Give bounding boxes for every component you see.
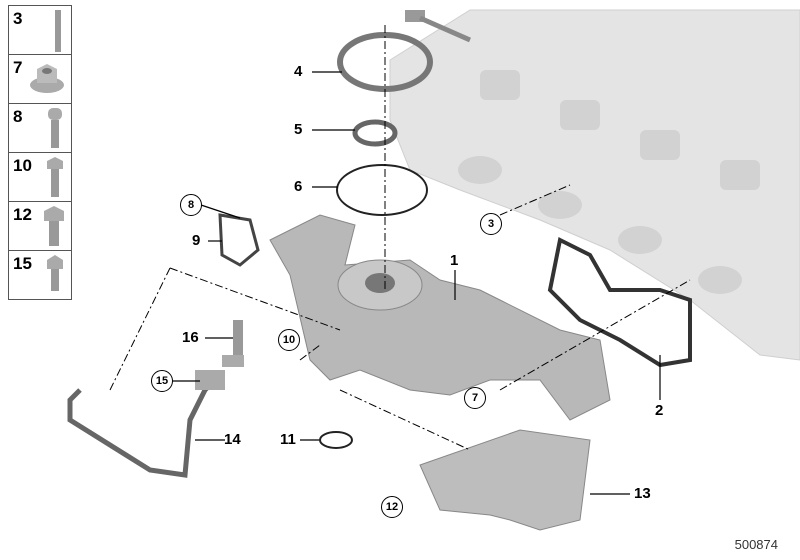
legend-number: 12 (13, 205, 32, 224)
stud-icon (55, 10, 61, 52)
small-gasket (218, 213, 260, 267)
legend-item: 12 (9, 202, 71, 251)
seal-ring (352, 119, 398, 147)
legend-number: 7 (13, 58, 23, 77)
legend-item: 3 (9, 6, 71, 55)
legend-number: 15 (13, 254, 32, 273)
hex-bolt-icon (47, 157, 63, 197)
legend-item: 15 (9, 251, 71, 299)
callout-4: 4 (294, 63, 303, 80)
callout-3: 3 (480, 213, 502, 235)
callout-9: 9 (192, 232, 201, 249)
legend-item: 10 (9, 153, 71, 202)
sensor (233, 320, 243, 355)
callout-7: 7 (464, 387, 486, 409)
callout-6: 6 (294, 178, 303, 195)
callout-16: 16 (182, 329, 199, 346)
callout-10: 10 (278, 329, 300, 351)
callout-1: 1 (450, 252, 459, 269)
hex-bolt-small-icon (47, 255, 63, 291)
legend-item: 7 (9, 55, 71, 104)
hex-bolt-large-icon (44, 206, 64, 246)
flange-nut-icon (30, 64, 64, 93)
fastener-legend: 3 7 8 10 12 15 (8, 5, 72, 300)
callout-14: 14 (224, 431, 241, 448)
callout-5: 5 (294, 121, 303, 138)
legend-item: 8 (9, 104, 71, 153)
o-ring-small (319, 431, 353, 449)
callout-2: 2 (655, 402, 664, 419)
legend-number: 8 (13, 107, 23, 126)
callout-12: 12 (381, 496, 403, 518)
callout-11: 11 (280, 431, 296, 448)
legend-number: 3 (13, 9, 23, 28)
heat-shield (419, 429, 591, 531)
o-ring-gasket (336, 164, 428, 216)
diagram-reference-number: 500874 (734, 537, 778, 552)
torx-bolt-icon (48, 108, 62, 148)
callout-15: 15 (151, 370, 173, 392)
callout-13: 13 (634, 485, 651, 502)
manifold-gasket (547, 237, 692, 368)
pipe (67, 378, 217, 478)
callout-8: 8 (180, 194, 202, 216)
legend-number: 10 (13, 156, 32, 175)
